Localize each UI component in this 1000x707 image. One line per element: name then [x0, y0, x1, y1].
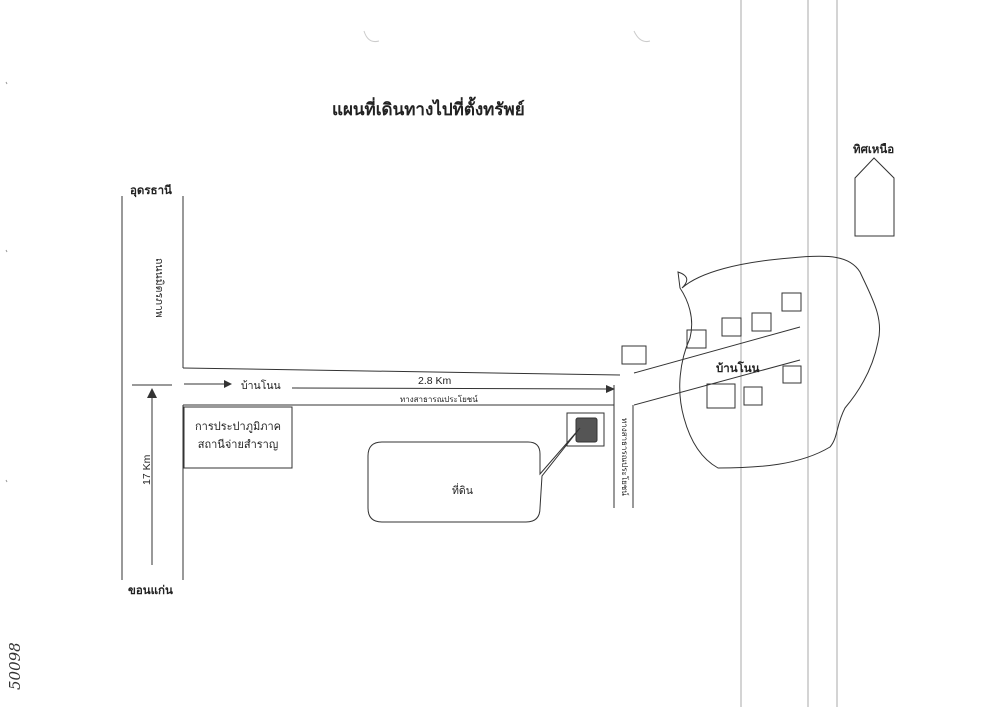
village-distance-label: 2.8 Km	[418, 375, 452, 387]
north-arrow-icon	[855, 158, 894, 236]
village-house-4	[782, 293, 801, 311]
city-north-label: อุดรธานี	[130, 185, 172, 197]
public-road-vertical-label: ทางสาธารณประโยชน์	[620, 418, 629, 496]
distance-arrow-village-head	[606, 385, 615, 393]
land-callout-label: ที่ดิน	[452, 485, 473, 497]
village-name-label: บ้านโนน	[716, 363, 760, 375]
city-south-label: ขอนแก่น	[128, 585, 173, 597]
village-road-diagonal-upper	[634, 327, 800, 373]
village-house-7	[783, 366, 801, 383]
punch-hole-left	[364, 31, 379, 42]
village-house-3	[752, 313, 771, 331]
village-house-1	[687, 330, 706, 348]
land-plot-marker	[576, 418, 597, 442]
village-house-6	[744, 387, 762, 405]
margin-tick-1	[6, 82, 7, 84]
distance-arrow-village	[292, 388, 608, 389]
landmark-box	[184, 407, 292, 468]
landmark-line-2: สถานีจ่ายสำราญ	[197, 439, 279, 451]
punch-hole-right	[634, 31, 650, 42]
direction-arrow-left-head	[224, 380, 232, 388]
landmark-line-1: การประปาภูมิภาค	[195, 421, 281, 433]
margin-handwritten-note: 50098	[6, 642, 24, 690]
village-road-top-edge	[183, 368, 620, 375]
village-road-diagonal-lower	[634, 360, 800, 405]
margin-tick-2	[6, 250, 7, 252]
village-boundary	[678, 256, 880, 468]
highway-name-label: ถนนมิตรภาพ	[153, 258, 165, 318]
land-plot-frame	[567, 413, 604, 446]
village-house-2	[722, 318, 741, 336]
village-direction-label: บ้านโนน	[241, 380, 281, 392]
house-near-road	[622, 346, 646, 364]
public-road-horizontal-label: ทางสาธารณประโยชน์	[400, 395, 478, 404]
landmark-box-text: การประปาภูมิภาค สถานีจ่ายสำราญ	[184, 418, 292, 454]
village-house-5	[707, 384, 735, 408]
map-title: แผนที่เดินทางไปที่ตั้งทรัพย์	[332, 100, 525, 119]
distance-arrow-highway-head	[147, 388, 157, 398]
highway-distance-label: 17 Km	[141, 454, 153, 485]
margin-tick-3	[6, 480, 7, 482]
north-label: ทิศเหนือ	[853, 144, 895, 156]
land-callout-bubble	[368, 428, 580, 522]
